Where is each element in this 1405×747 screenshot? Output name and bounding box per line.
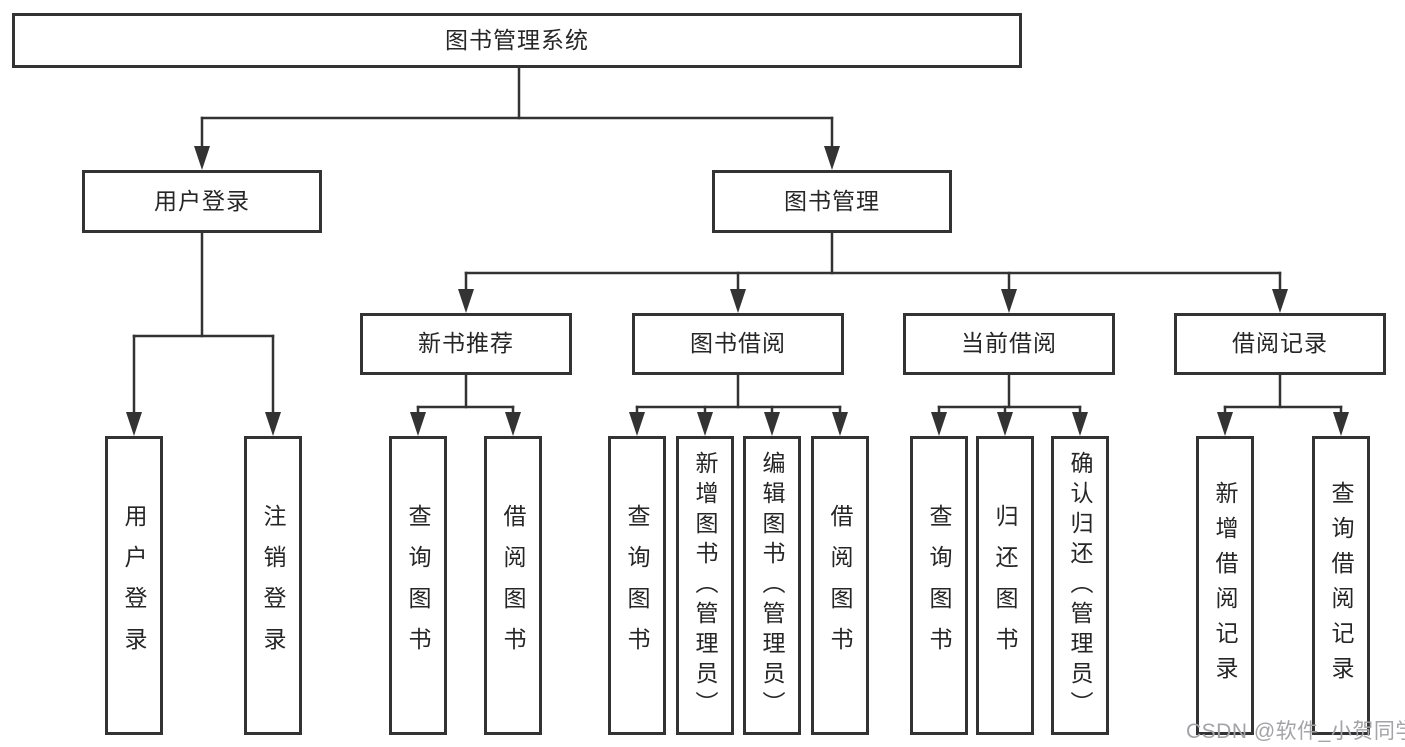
node-current-borrowing: 当前借阅 [903, 313, 1115, 375]
arrowhead [505, 412, 521, 436]
node-book-borrowing: 图书借阅 [632, 313, 844, 375]
arrowhead [1217, 412, 1233, 436]
node-borrowing-records: 借阅记录 [1174, 313, 1386, 375]
arrowhead [764, 412, 780, 436]
connector-borrowing-records-children [1223, 373, 1343, 417]
arrowhead [1272, 289, 1288, 313]
arrowhead [931, 412, 947, 436]
arrowhead [1001, 289, 1017, 313]
arrowhead [126, 412, 142, 436]
leaf-confirm-return-admin: 确认归还（管理员） [1051, 436, 1109, 735]
arrowhead [697, 412, 713, 436]
leaf-add-borrow-record: 新增借阅记录 [1196, 436, 1254, 735]
connector-book-management-children [464, 231, 1282, 294]
arrowhead [1072, 412, 1088, 436]
connector-root-children [200, 66, 834, 151]
connector-user-login-children [132, 231, 275, 417]
leaf-query-borrow-record: 查询借阅记录 [1312, 436, 1370, 735]
arrowhead [1333, 412, 1349, 436]
arrowhead [265, 412, 281, 436]
arrowhead [730, 289, 746, 313]
node-book-management: 图书管理 [712, 170, 952, 233]
leaf-borrow-book-borrowing: 借阅图书 [811, 436, 869, 735]
arrowhead [832, 412, 848, 436]
leaf-logout: 注销登录 [244, 436, 302, 735]
leaf-query-book-borrowing: 查询图书 [608, 436, 666, 735]
arrowhead [997, 412, 1013, 436]
leaf-return-book: 归还图书 [976, 436, 1034, 735]
arrowhead [458, 289, 474, 313]
leaf-query-book-recommend: 查询图书 [389, 436, 447, 735]
csdn-watermark: CSDN @软件_小贺同学 [1186, 720, 1405, 743]
leaf-edit-book-admin: 编辑图书（管理员） [743, 436, 801, 735]
leaf-borrow-book-recommend: 借阅图书 [484, 436, 542, 735]
node-new-book-recommend: 新书推荐 [360, 313, 572, 375]
arrowhead [629, 412, 645, 436]
leaf-add-book-admin: 新增图书（管理员） [676, 436, 734, 735]
arrowheads [126, 146, 1349, 436]
arrowhead [824, 146, 840, 170]
arrowhead [194, 146, 210, 170]
leaf-user-login: 用户登录 [105, 436, 163, 735]
connector-book-borrowing-children [635, 373, 842, 417]
arrowhead [410, 412, 426, 436]
node-root: 图书管理系统 [12, 13, 1022, 68]
connector-new-book-recommend-children [416, 373, 515, 417]
connector-current-borrowing-children [937, 373, 1082, 417]
leaf-query-book-current: 查询图书 [910, 436, 968, 735]
node-user-login: 用户登录 [82, 170, 322, 233]
